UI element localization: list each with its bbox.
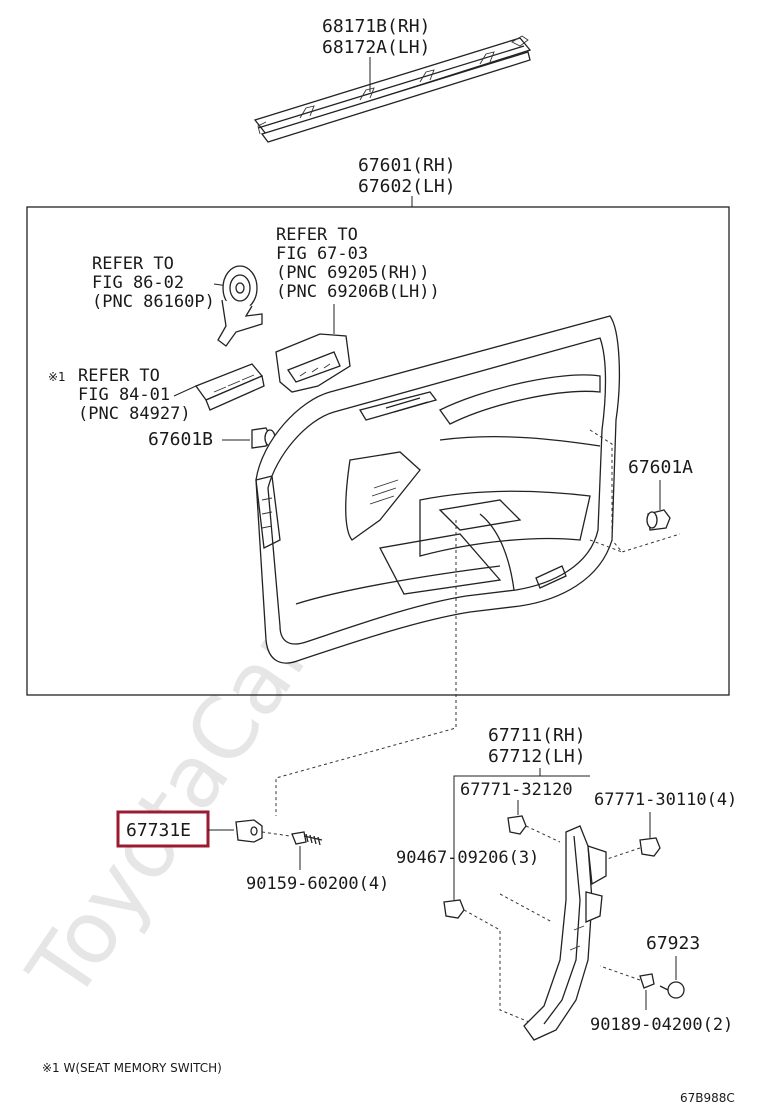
upper-strip-part	[253, 35, 532, 143]
door-panel-frame	[26, 206, 730, 696]
speaker-part	[217, 265, 263, 347]
clip-d-part	[659, 981, 685, 999]
ref-handle-line4[interactable]: (PNC 69206B(LH))	[276, 282, 440, 302]
ref-speaker-line3[interactable]: (PNC 86160P)	[92, 292, 215, 312]
footnote: ※1 W(SEAT MEMORY SWITCH)	[42, 1061, 222, 1075]
lower-trim-label-lh[interactable]: 67712(LH)	[488, 746, 586, 767]
memory-switch-part	[194, 363, 265, 411]
ref-handle-line2: FIG 67-03	[276, 244, 368, 264]
screw-b-label[interactable]: 90189-04200(2)	[590, 1015, 733, 1035]
screw-a-label[interactable]: 90159-60200(4)	[246, 874, 389, 894]
door-trim-panel	[255, 315, 621, 664]
highlighted-part-box[interactable]	[116, 810, 210, 848]
pin-a-part	[507, 815, 527, 835]
ref-speaker-line1: REFER TO	[92, 254, 174, 274]
door-panel-label-lh[interactable]: 67602(LH)	[358, 176, 456, 197]
upper-strip-label-lh[interactable]: 68172A(LH)	[322, 37, 430, 58]
figure-code: 67B988C	[680, 1091, 735, 1105]
ref-switch-mark: ※1	[48, 370, 66, 384]
door-handle-part	[275, 333, 351, 393]
lower-trim-part	[523, 825, 607, 1041]
screw-b-part	[639, 973, 655, 989]
screw-a-part	[291, 831, 323, 846]
pin-b-label[interactable]: 67771-30110(4)	[594, 790, 737, 810]
pin-a-label[interactable]: 67771-32120	[460, 780, 573, 800]
pin-b-part	[639, 837, 661, 857]
upper-strip-label-rh[interactable]: 68171B(RH)	[322, 16, 430, 37]
lower-trim-label-rh[interactable]: 67711(RH)	[488, 725, 586, 746]
clip-right-label[interactable]: 67601A	[628, 457, 693, 478]
clip-c-part	[443, 899, 465, 919]
ref-speaker-line2: FIG 86-02	[92, 273, 184, 293]
door-panel-label-rh[interactable]: 67601(RH)	[358, 155, 456, 176]
highlighted-part-shape	[235, 819, 263, 843]
ref-switch-line2: FIG 84-01	[78, 385, 170, 405]
clip-c-label[interactable]: 90467-09206(3)	[396, 848, 539, 868]
ref-handle-line3[interactable]: (PNC 69205(RH))	[276, 263, 430, 283]
ref-handle-line1: REFER TO	[276, 225, 358, 245]
clip-d-label[interactable]: 67923	[646, 933, 700, 954]
highlighted-part-label[interactable]: 67731E	[126, 820, 191, 841]
ref-switch-line3[interactable]: (PNC 84927)	[78, 404, 191, 424]
ref-switch-line1: REFER TO	[78, 366, 160, 386]
clip-left-label[interactable]: 67601B	[148, 429, 213, 450]
clip-right-part	[646, 509, 671, 531]
